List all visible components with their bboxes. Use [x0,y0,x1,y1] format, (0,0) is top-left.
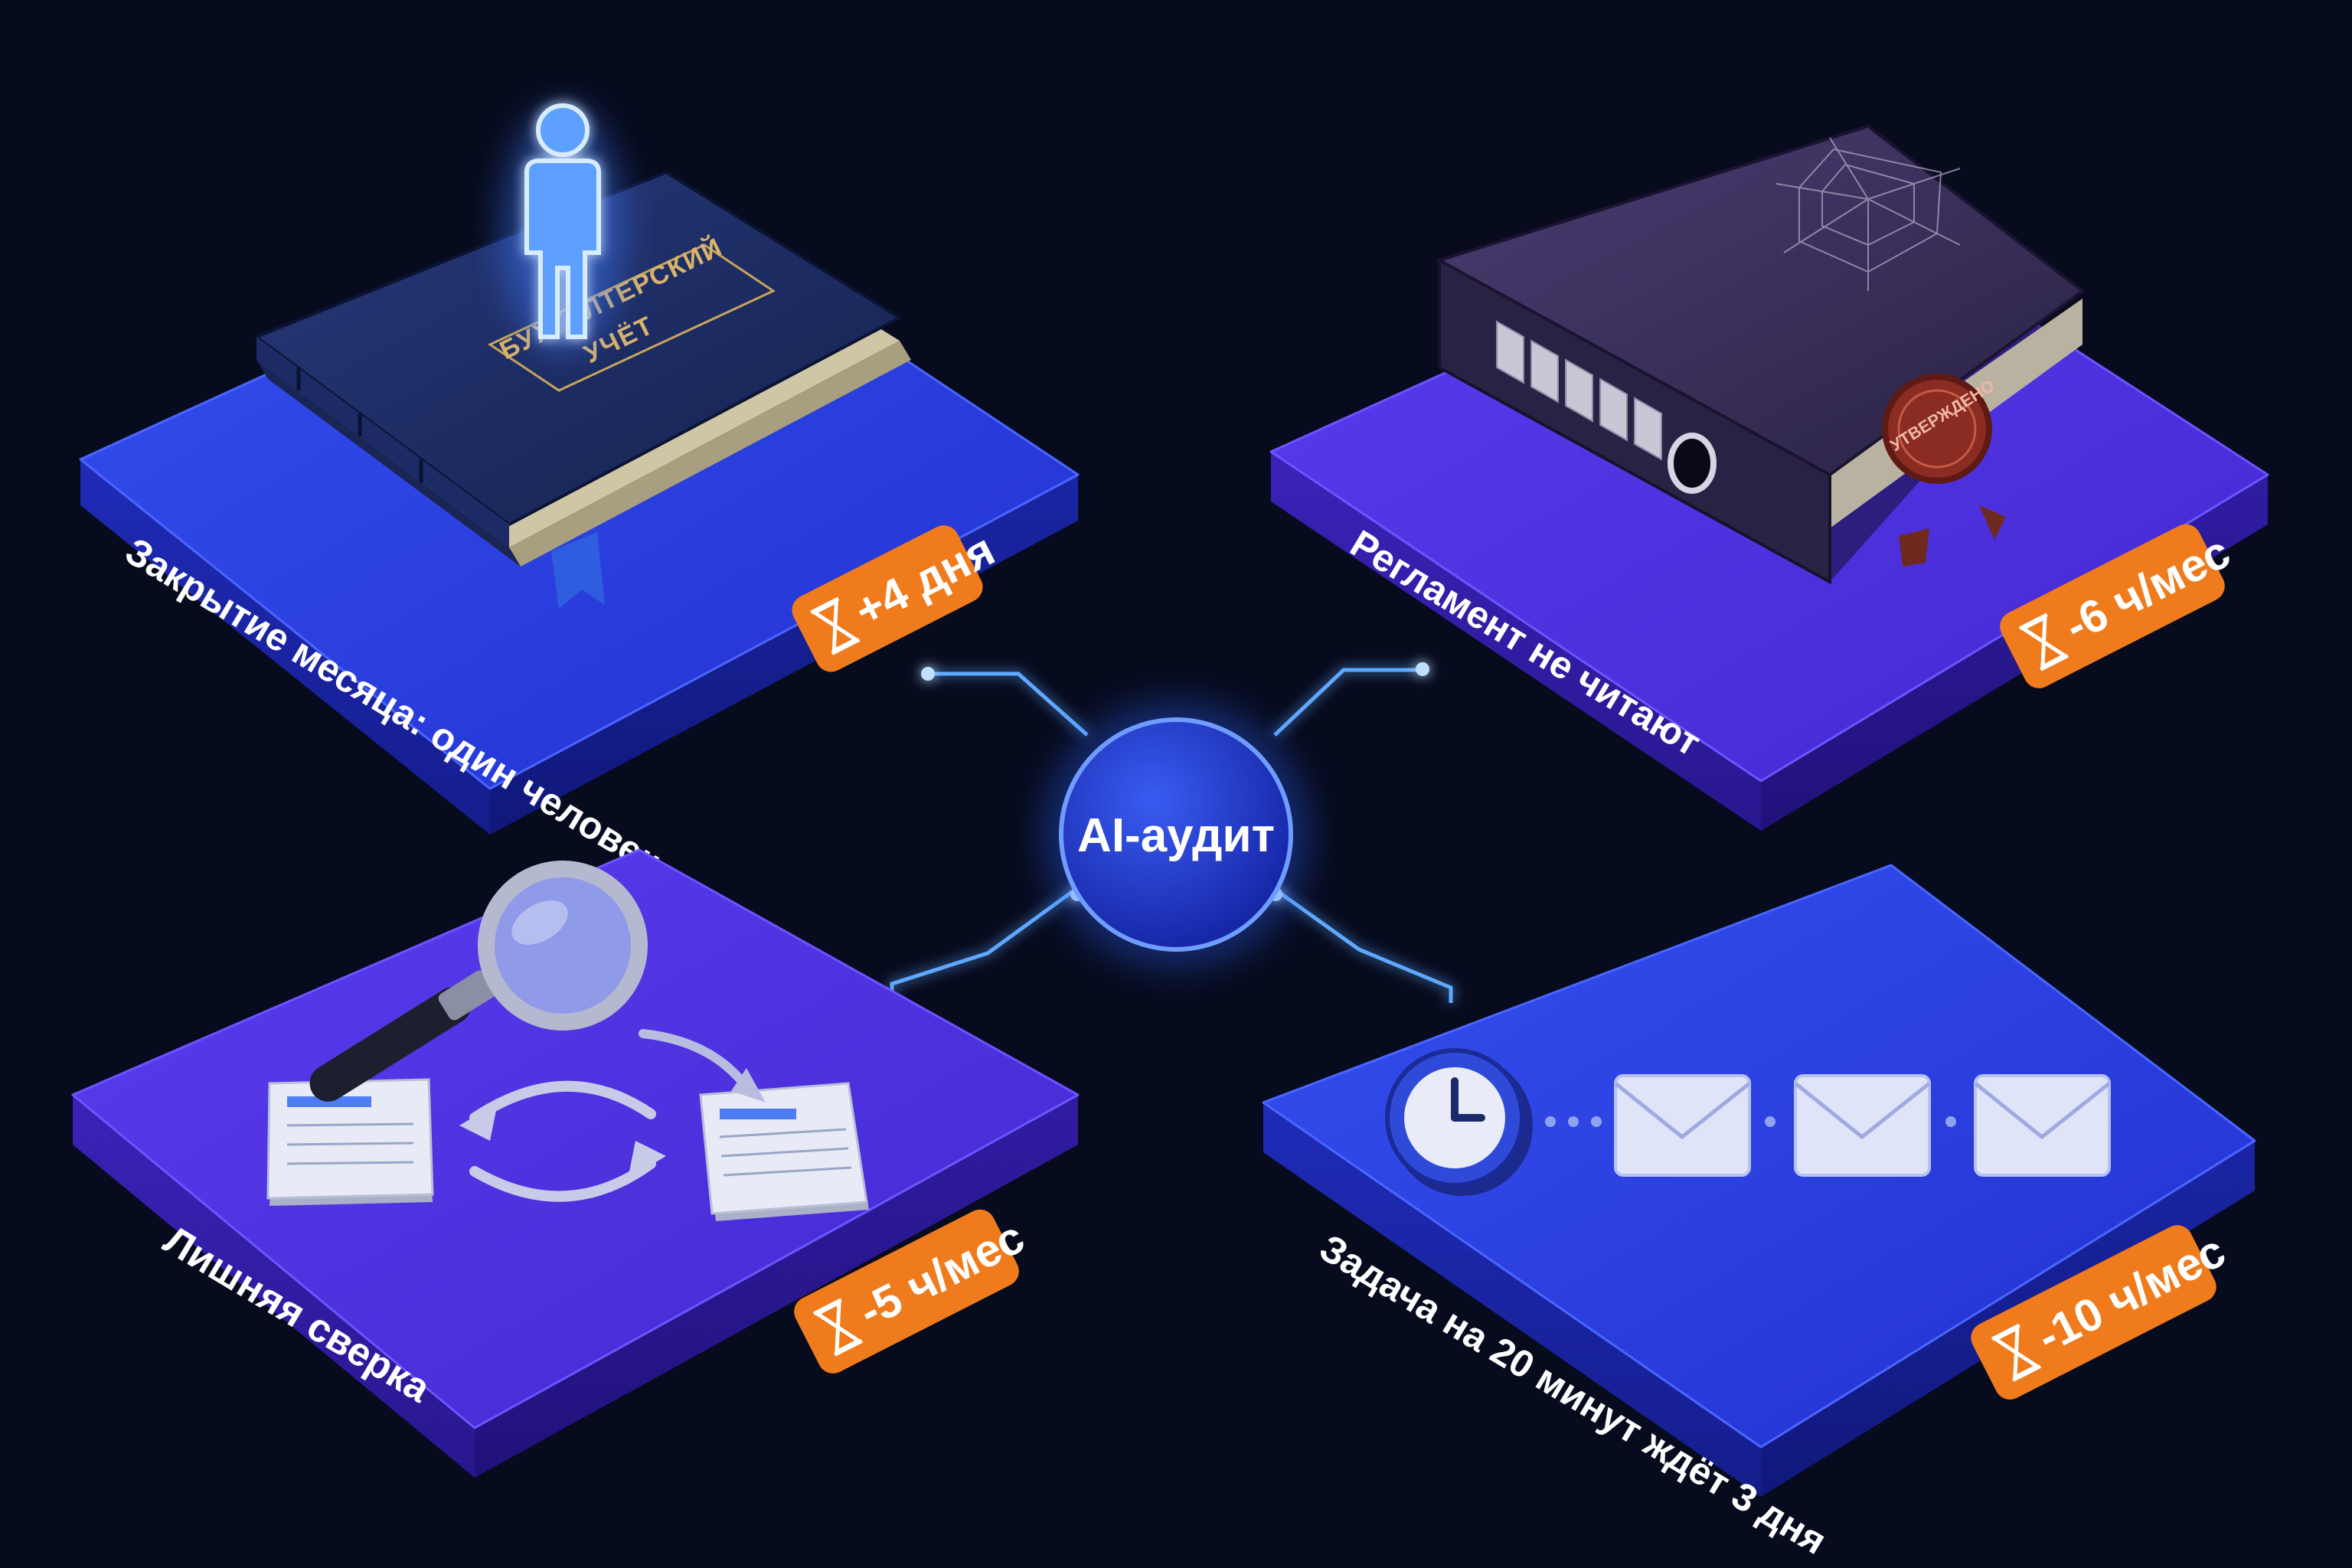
card-top [71,848,1080,1429]
envelope-icon [1974,1074,2111,1177]
card-side-right [475,1095,1078,1478]
document-icon [699,1082,869,1221]
hourglass-icon [812,1298,864,1357]
clock-icon [1385,1048,1533,1196]
book-with-person-icon: БУХГАЛТЕРСКИЙ УЧЁТ [253,170,911,609]
magnifier-documents-icon [266,861,869,1221]
glowing-person-icon [501,103,624,352]
card-month-close[interactable]: БУХГАЛТЕРСКИЙ УЧЁТ Закрытие месяца: один… [79,103,1080,883]
dusty-binder-icon: УТВЕРЖДЕНО [1435,122,2086,585]
cobweb-icon [1775,137,1961,291]
card-side-left [1263,1102,1761,1497]
hourglass-icon [1991,1323,2042,1382]
document-icon [266,1078,434,1206]
envelope-icon [1614,1074,1751,1177]
card-top [1262,864,2256,1449]
hourglass-icon [2018,612,2069,671]
spine-labels [1496,320,1662,461]
magnifying-glass-icon [309,861,648,1102]
binder-ring-icon [1668,433,1717,494]
card-waiting-task[interactable]: Задача на 20 минут ждёт 3 дня -10 ч/мес [1262,864,2256,1563]
card-side-left [80,459,490,835]
connector-top-right [1273,668,1420,737]
envelope-icon [1794,1074,1931,1177]
clock-envelopes-icon [1385,1048,2111,1196]
hourglass-icon [810,596,861,655]
card-side-left [1271,452,1761,831]
card-side-left [73,1095,475,1478]
card-reglament[interactable]: УТВЕРЖДЕНО Регламент не читают -6 ч/мес [1269,122,2269,831]
hub-label: AI-аудит [1077,809,1275,862]
ai-audit-hub[interactable]: AI-аудит [1042,701,1310,969]
connector-bottom-right [1277,890,1453,1003]
wax-seal-icon: УТВЕРЖДЕНО [1882,374,2006,567]
connector-bottom-left [890,890,1073,995]
connector-top-left [930,671,1089,737]
connector-lines [890,668,1453,1003]
card-reconciliation[interactable]: Лишняя сверка -5 ч/мес [71,848,1080,1478]
dotted-path [1545,1116,1956,1127]
